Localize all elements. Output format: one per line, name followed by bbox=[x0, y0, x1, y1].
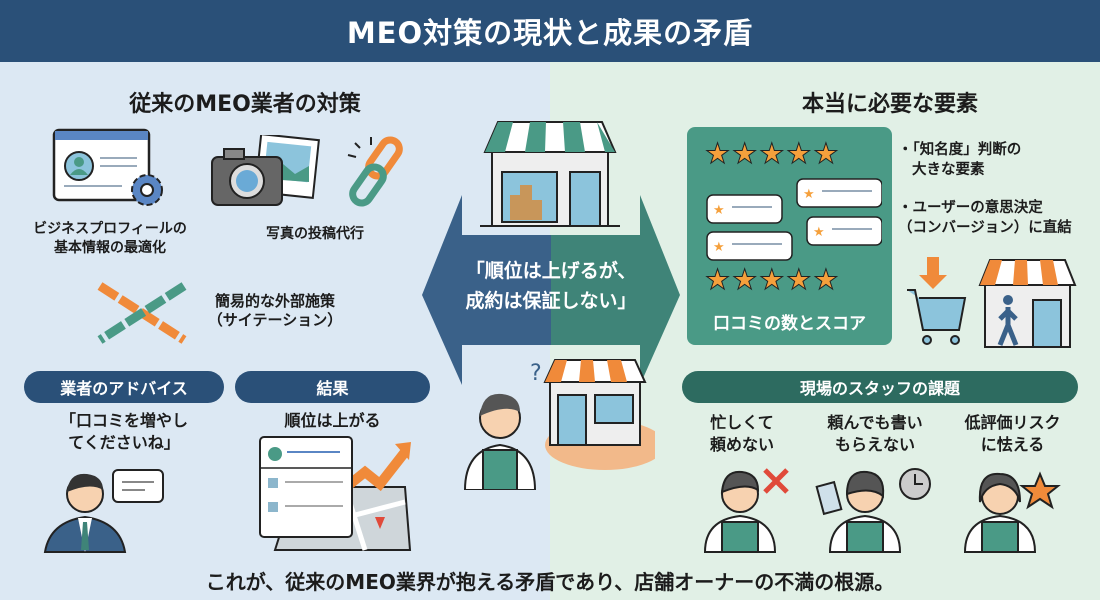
svg-text:?: ? bbox=[530, 361, 542, 386]
bullet-conversion: ・ユーザーの意思決定（コンバージョン）に直結 bbox=[898, 200, 1072, 236]
issue-low-rating-risk: 低評価リスクに怯える bbox=[964, 413, 1061, 454]
right-heading: 本当に必要な要素 bbox=[801, 92, 978, 117]
bullet-awareness: ・「知名度」判断の大きな要素 bbox=[898, 142, 1022, 178]
review-score-box: ★★★★★ ★ ★ ★ ★ ★★★★★ 口コミの数とスコア bbox=[687, 127, 892, 345]
svg-text:★: ★ bbox=[813, 225, 825, 240]
confused-owner-store-icon: ? bbox=[463, 359, 655, 490]
center-quote: 「順位は上げるが、成約は保証しない」 bbox=[465, 260, 637, 312]
cart-store-icon bbox=[907, 257, 1077, 348]
storefront-icon bbox=[480, 121, 620, 227]
crossed-chains-icon bbox=[97, 282, 187, 344]
stars-bottom-icon: ★★★★★ bbox=[705, 263, 841, 297]
staff-members-icon bbox=[703, 468, 1061, 553]
stars-top-icon: ★★★★★ bbox=[705, 137, 841, 171]
svg-text:★: ★ bbox=[803, 187, 815, 202]
item-label-profile: ビジネスプロフィールの基本情報の最適化 bbox=[33, 221, 187, 256]
camera-photo-icon bbox=[211, 135, 320, 206]
svg-text:★: ★ bbox=[713, 203, 725, 218]
left-heading: 従来のMEO業者の対策 bbox=[129, 92, 361, 117]
profile-gear-icon bbox=[52, 128, 163, 206]
ranking-map-icon bbox=[259, 436, 412, 551]
issue-no-reviews: 頼んでも書いもらえない bbox=[827, 413, 923, 454]
result-pill: 結果 bbox=[235, 371, 430, 403]
page-title: MEO対策の現状と成果の矛盾 bbox=[0, 0, 1100, 62]
chain-link-icon bbox=[347, 136, 403, 207]
issue-busy: 忙しくて頼めない bbox=[709, 413, 774, 454]
review-box-label: 口コミの数とスコア bbox=[713, 314, 866, 334]
footer-conclusion: これが、従来のMEO業界が抱える矛盾であり、店舗オーナーの不満の根源。 bbox=[205, 570, 895, 594]
result-text: 順位は上がる bbox=[284, 411, 381, 430]
advice-pill: 業者のアドバイス bbox=[24, 371, 224, 403]
staff-issues-pill: 現場のスタッフの課題 bbox=[682, 371, 1078, 403]
review-bubbles-icon: ★ ★ ★ ★ bbox=[706, 178, 882, 261]
item-label-photo: 写真の投稿代行 bbox=[266, 226, 364, 242]
consultant-icon bbox=[43, 469, 164, 553]
item-label-citation: 簡易的な外部施策（サイテーション） bbox=[207, 292, 343, 329]
advice-quote: 「口コミを増やしてくださいね」 bbox=[59, 411, 188, 452]
svg-text:★: ★ bbox=[713, 240, 725, 255]
double-arrow-shape bbox=[422, 195, 680, 385]
